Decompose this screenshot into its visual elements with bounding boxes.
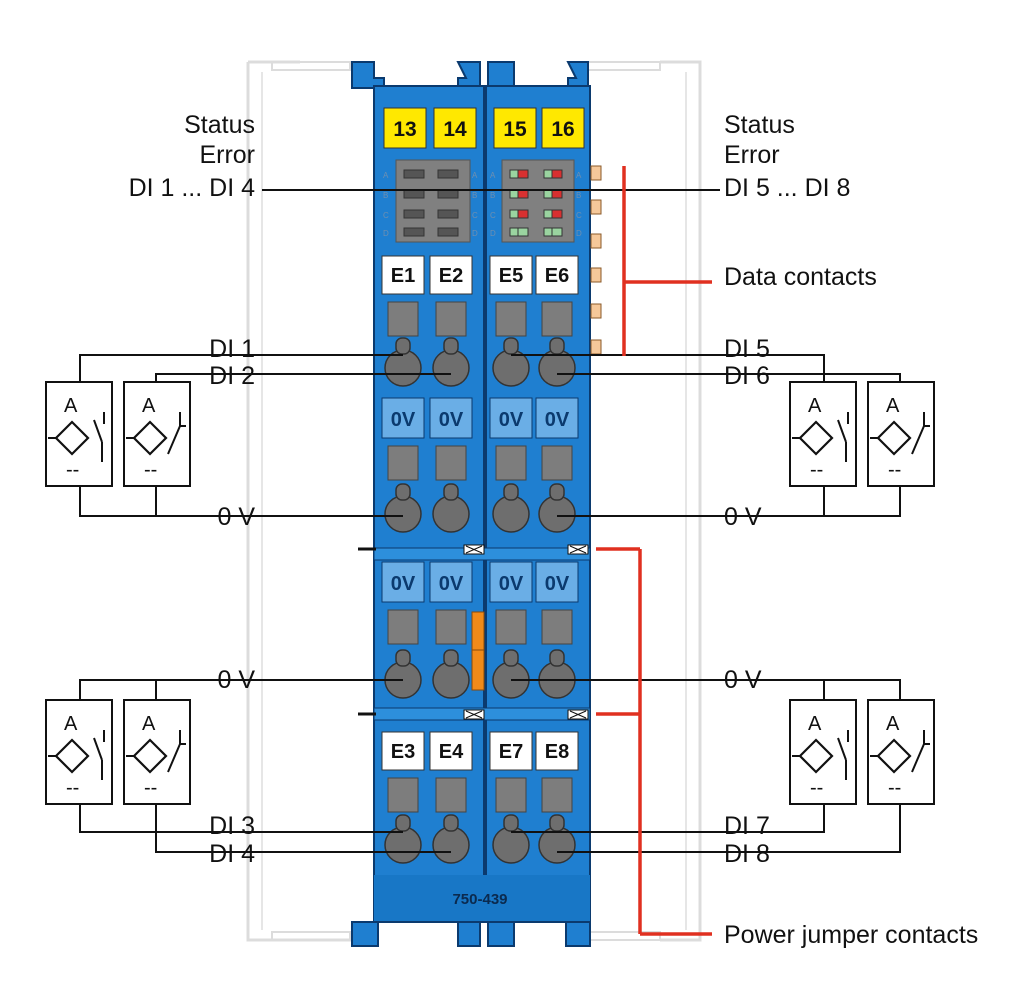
- data-contact-tabs: [590, 165, 602, 355]
- power-jumper-contacts: [358, 544, 589, 720]
- label-0v-left-top: 0 V: [217, 503, 255, 531]
- leader-lines: [262, 189, 720, 853]
- entry-labels-top: E1 E2 E5 E6: [381, 255, 579, 295]
- svg-text:C: C: [490, 211, 496, 220]
- model-number: 750-439: [452, 891, 507, 908]
- svg-text:0V: 0V: [391, 573, 416, 595]
- svg-text:A: A: [490, 171, 496, 180]
- svg-text:D: D: [383, 229, 389, 238]
- power-jumper-bar: [471, 611, 485, 691]
- labels-left: Status Error DI 1 ... DI 4 DI 1 DI 2 0 V…: [129, 111, 256, 868]
- svg-text:D: D: [576, 229, 582, 238]
- svg-text:E8: E8: [545, 741, 569, 763]
- svg-text:0V: 0V: [499, 573, 524, 595]
- label-di1: DI 1: [209, 335, 255, 363]
- svg-text:E2: E2: [439, 265, 463, 287]
- terminal-number-13: 13: [393, 118, 416, 141]
- label-di8: DI 8: [724, 840, 770, 868]
- led-block-left: A B C D A B C D: [383, 159, 478, 243]
- label-di-range-left: DI 1 ... DI 4: [129, 174, 256, 202]
- release-slots: [387, 301, 573, 813]
- entry-labels-bottom: E3 E4 E7 E8: [381, 731, 579, 771]
- svg-text:A: A: [472, 171, 478, 180]
- svg-text:E1: E1: [391, 265, 415, 287]
- svg-text:E3: E3: [391, 741, 415, 763]
- svg-text:E6: E6: [545, 265, 569, 287]
- label-power-jumper-contacts: Power jumper contacts: [724, 921, 978, 949]
- svg-text:0V: 0V: [545, 573, 570, 595]
- terminal-number-16: 16: [551, 118, 574, 141]
- label-di3: DI 3: [209, 812, 255, 840]
- data-contacts-bracket: [622, 166, 712, 356]
- svg-text:B: B: [383, 191, 388, 200]
- svg-text:0V: 0V: [439, 573, 464, 595]
- led-block-right: A B C D A B C D: [490, 159, 582, 243]
- power-jumper-bracket: [596, 547, 712, 936]
- svg-text:0V: 0V: [499, 409, 524, 431]
- zero-volt-labels: 0V 0V 0V 0V 0V 0V 0V 0V: [381, 397, 579, 603]
- sensor-group-left-bottom: [44, 679, 262, 853]
- svg-text:D: D: [472, 229, 478, 238]
- labels-right: Status Error DI 5 ... DI 8 Data contacts…: [724, 111, 978, 949]
- label-0v-left-bottom: 0 V: [217, 666, 255, 694]
- sensor-group-right-top: [720, 354, 936, 517]
- label-0v-right-bottom: 0 V: [724, 666, 762, 694]
- svg-text:B: B: [576, 191, 581, 200]
- din-rail-outline: [246, 60, 702, 942]
- svg-text:C: C: [576, 211, 582, 220]
- svg-text:B: B: [472, 191, 477, 200]
- label-di-range-right: DI 5 ... DI 8: [724, 174, 850, 202]
- label-status-left: Status: [184, 111, 255, 139]
- svg-text:D: D: [490, 229, 496, 238]
- label-di4: DI 4: [209, 840, 255, 868]
- label-data-contacts: Data contacts: [724, 263, 877, 291]
- terminal-number-14: 14: [443, 118, 467, 141]
- svg-text:A: A: [383, 171, 389, 180]
- label-di6: DI 6: [724, 362, 770, 390]
- svg-text:0V: 0V: [439, 409, 464, 431]
- svg-text:0V: 0V: [545, 409, 570, 431]
- label-di5: DI 5: [724, 335, 770, 363]
- terminal-number-15: 15: [503, 118, 527, 141]
- label-di7: DI 7: [724, 812, 770, 840]
- svg-text:C: C: [472, 211, 478, 220]
- label-error-right: Error: [724, 141, 780, 169]
- svg-text:E4: E4: [439, 741, 464, 763]
- sensor-group-left-top: [44, 354, 262, 517]
- svg-text:0V: 0V: [391, 409, 416, 431]
- sensor-group-right-bottom: [720, 679, 936, 853]
- svg-text:E7: E7: [499, 741, 523, 763]
- label-di2: DI 2: [209, 362, 255, 390]
- terminal-numbers: 13 14 15 16: [383, 107, 585, 149]
- svg-text:A: A: [576, 171, 582, 180]
- label-error-left: Error: [199, 141, 255, 169]
- svg-text:B: B: [490, 191, 495, 200]
- label-status-right: Status: [724, 111, 795, 139]
- svg-text:E5: E5: [499, 265, 523, 287]
- svg-text:C: C: [383, 211, 389, 220]
- label-0v-right-top: 0 V: [724, 503, 762, 531]
